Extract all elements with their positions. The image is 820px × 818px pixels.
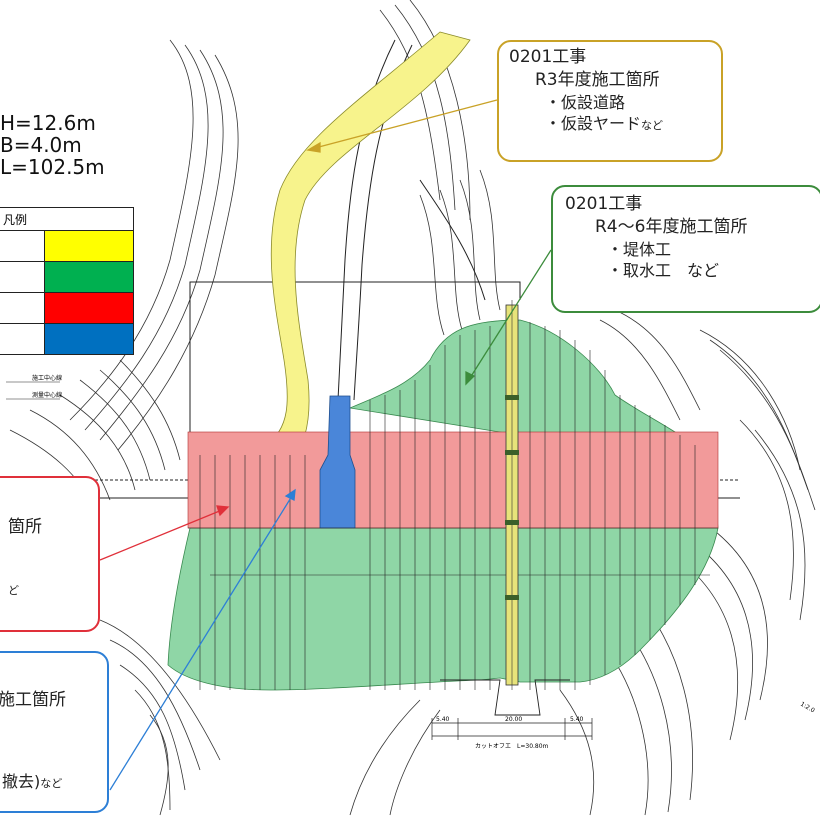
red-swatch	[44, 292, 134, 324]
dim-left-label: 5.40	[436, 716, 450, 723]
height-value: H=12.6m	[0, 111, 96, 135]
blue-callout-line2: 撤去)	[2, 772, 41, 791]
red-work-callout: 箇所 ど	[0, 476, 100, 632]
cutoff-label: カットオフエ L=30.80m	[475, 743, 549, 750]
cross-section-hatch	[188, 322, 718, 690]
slope-ratio-label: 1:2.0	[799, 701, 816, 715]
r3-contract-no: 0201工事	[509, 47, 587, 67]
blue-diversion-zone	[319, 395, 356, 529]
spillway-basin-outline	[440, 679, 570, 716]
width-value: B=4.0m	[0, 133, 82, 157]
blue-callout-line1: 施工箇所	[0, 690, 66, 710]
red-callout-line1: 箇所	[8, 517, 42, 537]
center-line-label-1: 施工中心線	[32, 374, 62, 382]
blue-swatch	[44, 323, 134, 355]
r4-item-embankment: ・堤体工	[607, 239, 672, 259]
red-cutoff-zone	[187, 431, 719, 529]
yellow-swatch	[44, 230, 134, 262]
length-value: L=102.5m	[0, 155, 105, 179]
center-line-label-2: 測量中心線	[32, 391, 62, 399]
r4-item-intake: ・取水工 など	[607, 261, 720, 281]
r4-work-period: R4～6年度施工箇所	[595, 216, 748, 237]
r3-work-callout: 0201工事 R3年度施工箇所 ・仮設道路 ・仮設ヤードなど	[497, 40, 723, 162]
centerline-labels	[6, 381, 60, 400]
r3-item-road: ・仮設道路	[545, 92, 626, 112]
dim-right-label: 5.40	[570, 716, 584, 723]
dam-dimensions: H=12.6m B=4.0m L=102.5m	[0, 112, 105, 178]
r3-work-period: R3年度施工箇所	[535, 69, 660, 90]
red-callout-line2: ど	[8, 584, 19, 597]
blue-suffix: など	[40, 777, 63, 790]
leader-arrows	[99, 99, 552, 791]
legend-table: 凡例	[0, 207, 134, 355]
green-dam-body-zone	[167, 319, 719, 691]
r4-contract-no: 0201工事	[565, 194, 643, 214]
legend-title: 凡例	[0, 207, 134, 231]
r4-6-work-callout: 0201工事 R4～6年度施工箇所 ・堤体工 ・取水工 など	[551, 185, 820, 313]
dim-mid-label: 20.00	[505, 716, 522, 723]
r3-suffix: など	[641, 119, 664, 133]
blue-work-callout: 施工箇所 撤去)など	[0, 651, 109, 813]
r3-item-yard: ・仮設ヤード	[545, 114, 642, 134]
green-swatch	[44, 261, 134, 293]
dam-axis	[505, 300, 519, 690]
terrain-contours	[9, 0, 816, 816]
dimension-lines	[431, 718, 593, 740]
